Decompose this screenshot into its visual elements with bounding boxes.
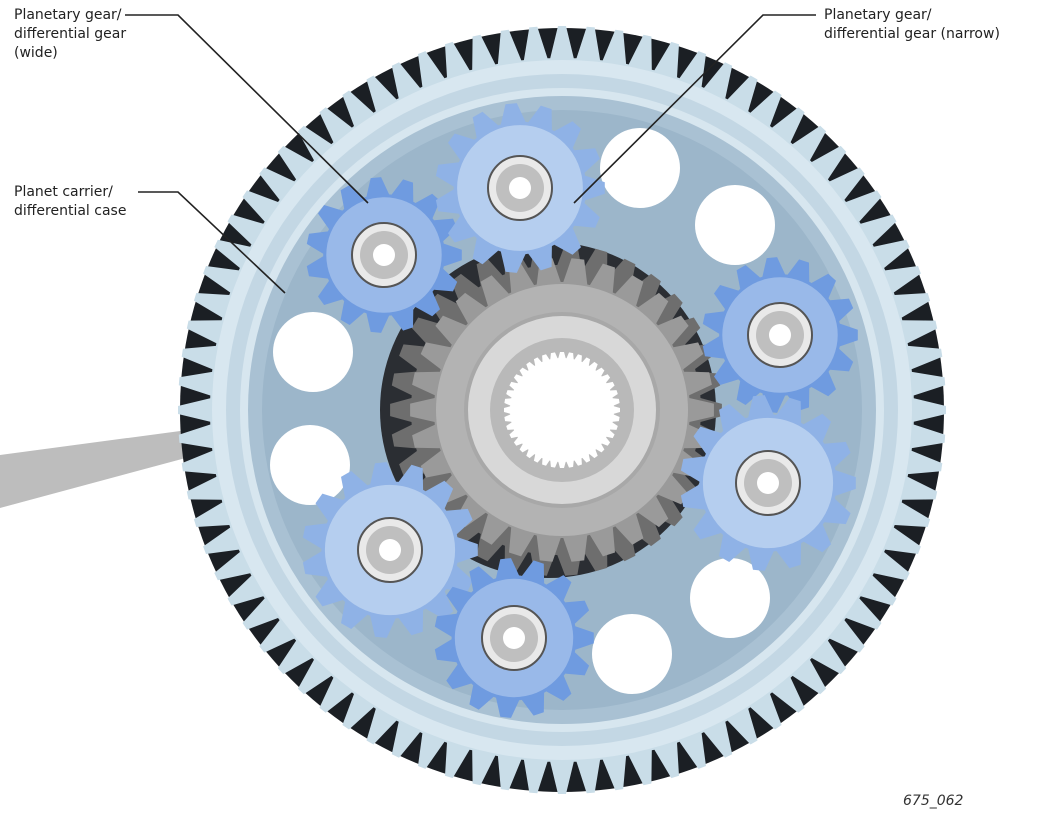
planet-gear-narrow-right-upper xyxy=(702,257,858,413)
carrier-hole xyxy=(600,128,680,208)
planet-gear-narrow-bottom xyxy=(434,558,594,718)
carrier-hole xyxy=(695,185,775,265)
carrier-hole xyxy=(270,425,350,505)
spline-bore xyxy=(504,352,620,468)
leader-line-narrow xyxy=(573,14,816,204)
planet-pin-bore xyxy=(509,177,531,199)
figure-code: 675_062 xyxy=(903,793,964,809)
planet-gear-wide-lower-left xyxy=(302,462,478,638)
label-planetary-gear-wide: Planetary gear/ differential gear (wide) xyxy=(14,7,127,61)
planet-gear-narrow-top xyxy=(435,103,605,273)
planet-pin-bore xyxy=(769,324,791,346)
carrier-holes xyxy=(270,128,775,694)
planet-pin-bore xyxy=(373,244,395,266)
sun-spline-bore xyxy=(504,352,620,468)
leader-line-carrier xyxy=(138,191,286,294)
carrier-hole xyxy=(592,614,672,694)
leader-line-wide xyxy=(125,14,369,204)
planet-gears xyxy=(302,103,858,718)
planet-gear-wide-upper-left xyxy=(306,177,462,333)
planet-pin-bore xyxy=(503,627,525,649)
planet-pin-bore xyxy=(757,472,779,494)
planet-gear-narrow-right-lower xyxy=(680,395,856,571)
label-planet-carrier: Planet carrier/ differential case xyxy=(14,184,127,219)
planet-pin-bore xyxy=(379,539,401,561)
carrier-hole xyxy=(690,558,770,638)
label-planetary-gear-narrow: Planetary gear/ differential gear (narro… xyxy=(824,7,1000,42)
carrier-hole xyxy=(273,312,353,392)
planet-carrier-rim xyxy=(240,88,884,732)
